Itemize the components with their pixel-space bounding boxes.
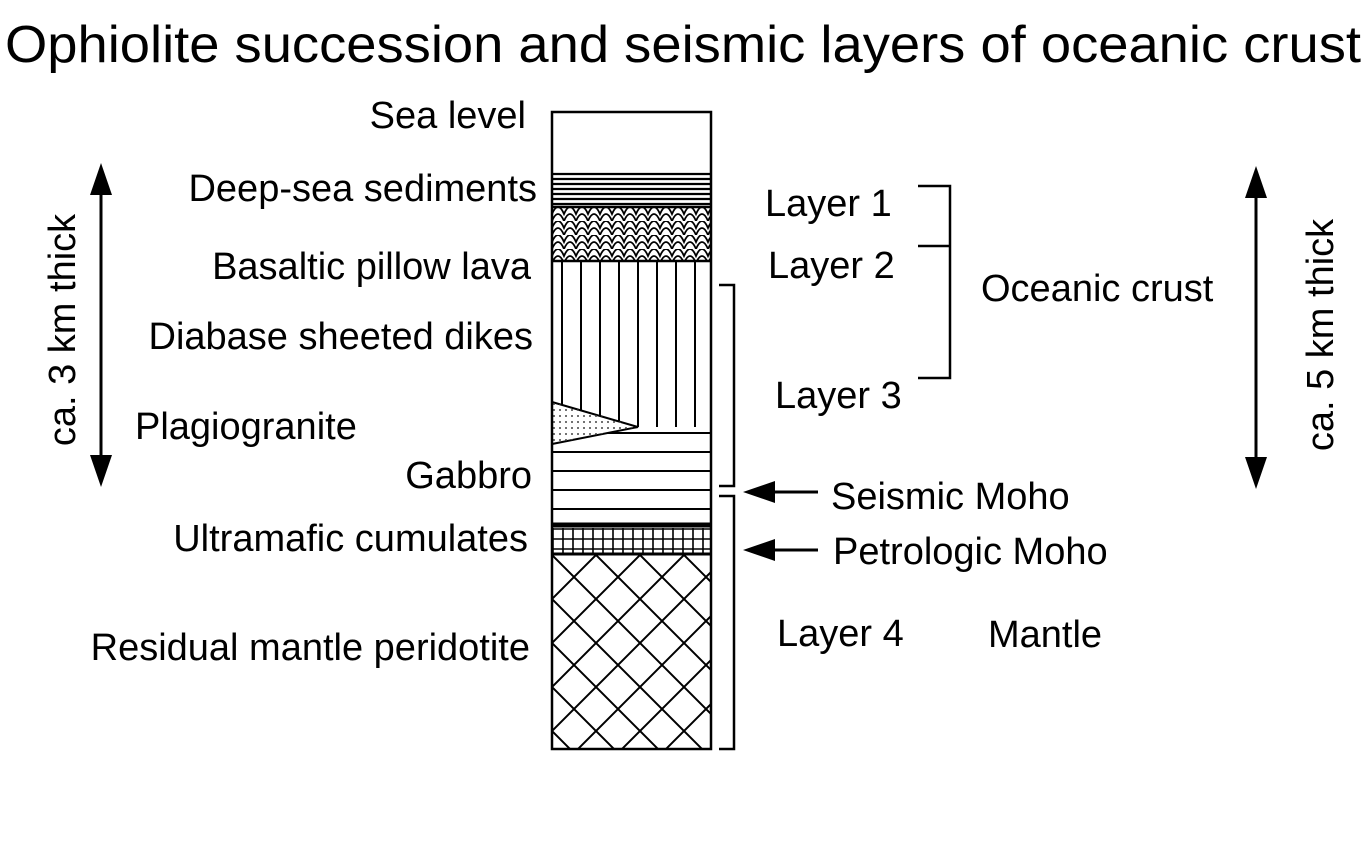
unit-label-sediments: Deep-sea sediments (188, 168, 537, 210)
diagram-title: Ophiolite succession and seismic layers … (5, 16, 1362, 74)
layer4-bracket (719, 494, 736, 751)
layer-4-label: Layer 4 (777, 613, 904, 655)
ultramafic-cumulates-layer (552, 528, 711, 553)
petrologic-moho-label: Petrologic Moho (833, 531, 1108, 573)
unit-label-ultramafic: Ultramafic cumulates (173, 518, 528, 560)
layer-1-label: Layer 1 (765, 183, 892, 225)
unit-label-pillow-lava: Basaltic pillow lava (212, 246, 532, 288)
oceanic-crust-bracket (918, 184, 952, 380)
mantle-peridotite-layer (552, 555, 711, 749)
unit-label-peridotite: Residual mantle peridotite (91, 627, 530, 669)
layer-3-label: Layer 3 (775, 375, 902, 417)
sea-level-label: Sea level (370, 95, 526, 137)
stratigraphic-column (550, 110, 713, 751)
oceanic-crust-label: Oceanic crust (981, 268, 1214, 310)
unit-label-plagiogranite: Plagiogranite (135, 406, 357, 448)
sea-water-layer (552, 112, 711, 172)
layer3-bracket (719, 283, 736, 488)
seismic-moho-label: Seismic Moho (831, 476, 1070, 518)
unit-label-sheeted-dikes: Diabase sheeted dikes (149, 316, 533, 358)
layer-2-label: Layer 2 (768, 245, 895, 287)
pillow-lava-layer (552, 207, 711, 261)
seismic-moho-arrow (743, 481, 818, 503)
right-thickness-label: ca. 5 km thick (1300, 218, 1342, 451)
unit-label-gabbro: Gabbro (405, 455, 532, 497)
right-thickness-arrow (1245, 166, 1267, 489)
deep-sea-sediments-layer (552, 172, 711, 206)
sheeted-dikes-layer (552, 261, 711, 427)
left-thickness-label: ca. 3 km thick (42, 213, 84, 446)
left-thickness-arrow (90, 163, 112, 487)
petrologic-moho-arrow (743, 539, 818, 561)
gabbro-layer (552, 427, 711, 522)
mantle-label: Mantle (988, 614, 1102, 656)
